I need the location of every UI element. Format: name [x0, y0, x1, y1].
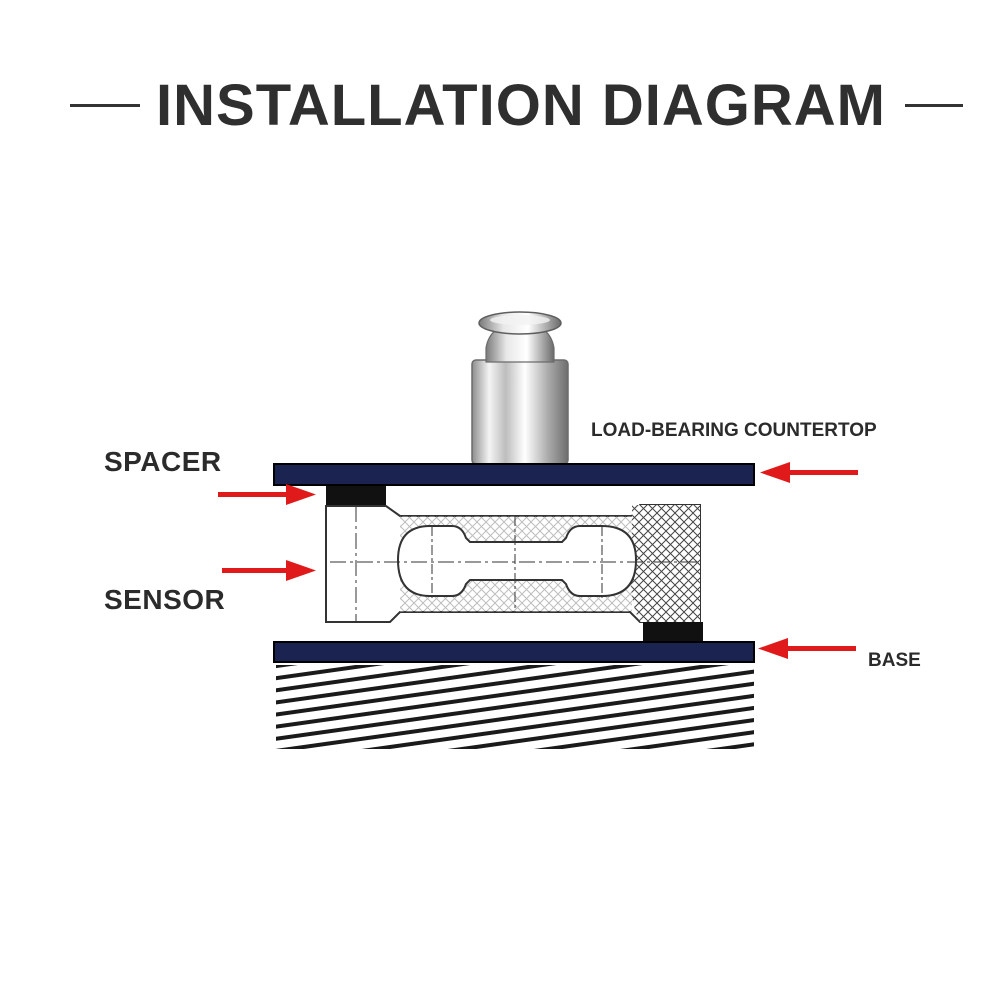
- weight-neck: [485, 329, 555, 363]
- spacer-block-top: [326, 486, 386, 506]
- load-cell-sensor: [325, 504, 701, 623]
- title-row: INSTALLATION DIAGRAM: [0, 68, 1000, 148]
- pointer-arrows: [218, 462, 858, 659]
- spacer-label: SPACER: [104, 446, 222, 477]
- calibration-weight-icon: [471, 311, 569, 465]
- arrow-right-icon: [222, 560, 316, 581]
- arrow-left-icon: [760, 462, 858, 483]
- base-plate: [273, 641, 755, 663]
- ground-hatching: [276, 665, 754, 749]
- sensor-crosshatch: [631, 505, 700, 622]
- arrow-right-icon: [218, 484, 316, 505]
- sensor-label: SENSOR: [104, 584, 226, 615]
- spacer-block-bottom: [643, 622, 703, 643]
- title-rule-right: [905, 104, 963, 107]
- arrow-left-icon: [758, 638, 856, 659]
- base-label: BASE: [868, 650, 921, 671]
- countertop-plate: [273, 463, 755, 486]
- page-title: INSTALLATION DIAGRAM: [156, 73, 886, 138]
- title-rule-left: [70, 104, 140, 107]
- weight-body: [471, 359, 569, 465]
- countertop-label: LOAD-BEARING COUNTERTOP: [591, 420, 877, 441]
